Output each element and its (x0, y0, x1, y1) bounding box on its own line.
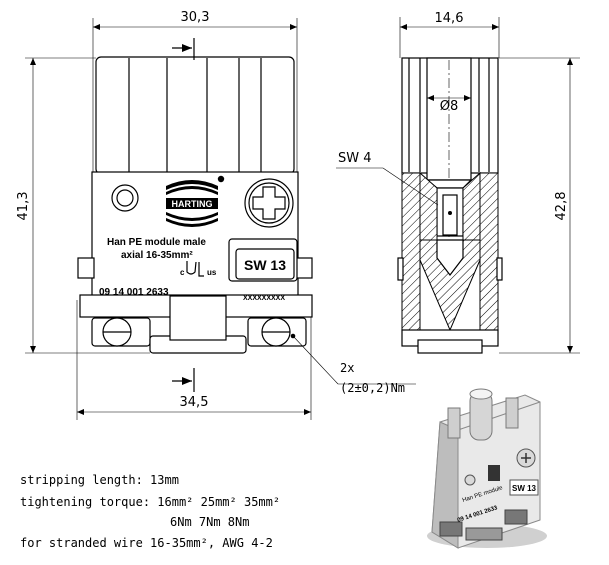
dim-front-height: 41,3 (16, 192, 31, 221)
notes-block: stripping length: 13mm tightening torque… (20, 473, 280, 550)
dim-top-width: 30,3 (181, 10, 210, 25)
section-arrow-top-icon (172, 38, 195, 60)
note-torque-values: 6Nm 7Nm 8Nm (170, 515, 249, 529)
part-number: 09 14 001 2633 (99, 287, 169, 298)
front-view: HARTING Han PE module male axial 16-35mm… (16, 10, 416, 420)
harting-logo: HARTING (166, 180, 218, 227)
dim-bore: Ø8 (440, 99, 459, 114)
product-photo: SW 13 Han PE module 09 14 001 2633 (427, 388, 547, 549)
cert-c: c (180, 268, 185, 277)
note-wire: for stranded wire 16-35mm², AWG 4-2 (20, 536, 273, 550)
photo-sw13-label: SW 13 (512, 484, 537, 493)
side-section-view: 14,6 Ø8 SW 4 42,8 (336, 11, 580, 354)
module-body-upper (95, 56, 295, 175)
torque-leader (292, 335, 339, 385)
ul-mark-icon (186, 261, 204, 277)
dim-side-height: 42,8 (554, 192, 569, 221)
product-line-2: axial 16-35mm² (121, 250, 193, 261)
dim-bottom-width: 34,5 (180, 395, 209, 410)
torque-value: (2±0,2)Nm (340, 381, 405, 395)
note-stripping: stripping length: 13mm (20, 473, 179, 487)
torque-count: 2x (340, 361, 354, 375)
dim-side-width: 14,6 (435, 11, 464, 26)
phillips-screw-icon (244, 178, 294, 228)
section-arrow-bottom-icon (172, 368, 195, 392)
brand-text: HARTING (172, 199, 213, 209)
product-line-1: Han PE module male (107, 237, 206, 248)
note-torque: tightening torque: 16mm² 25mm² 35mm² (20, 495, 280, 509)
sw13-label: SW 13 (244, 257, 286, 273)
cert-us: us (207, 268, 217, 277)
serial-placeholder: XXXXXXXXX (243, 295, 285, 302)
dim-sw4: SW 4 (338, 151, 372, 166)
